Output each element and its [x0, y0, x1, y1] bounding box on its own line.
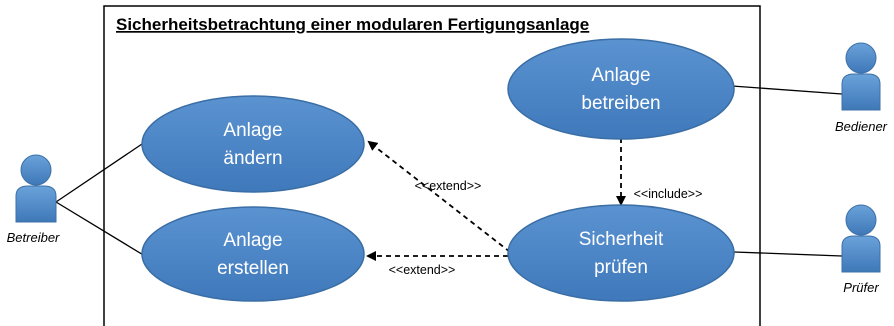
use-case-label-line1: Sicherheit [579, 229, 664, 250]
association-bediener-betreiben [731, 85, 843, 95]
association-betreiber-aendern [55, 141, 146, 203]
use-case-label-line1: Anlage [223, 230, 282, 251]
actor-betreiber: Betreiber [7, 154, 60, 245]
use-case-anlage-erstellen: Anlage erstellen [141, 206, 365, 302]
actor-pruefer: Prüfer [841, 204, 881, 295]
actor-label: Betreiber [7, 230, 60, 245]
use-case-label-line1: Anlage [223, 120, 282, 141]
use-case-sicherheit-pruefen: Sicherheit prüfen [507, 204, 735, 302]
extend-label-upper: <<extend>> [415, 179, 482, 193]
actor-label: Bediener [835, 119, 888, 134]
use-case-label-line2: betreiben [581, 93, 660, 114]
include-label: <<include>> [634, 187, 703, 201]
association-pruefer-pruefen [733, 251, 843, 257]
association-betreiber-erstellen [55, 201, 146, 257]
extend-label-lower: <<extend>> [389, 263, 456, 277]
extend-arrow-upper [367, 140, 511, 253]
use-case-label-line1: Anlage [591, 65, 650, 86]
use-case-anlage-aendern: Anlage ändern [141, 95, 365, 193]
use-case-label-line2: ändern [223, 148, 282, 169]
actor-bediener: Bediener [835, 42, 888, 134]
actor-label: Prüfer [843, 280, 879, 295]
system-boundary [103, 5, 761, 326]
system-title: Sicherheitsbetrachtung einer modularen F… [116, 15, 589, 34]
actor-icon [15, 154, 57, 223]
use-case-anlage-betreiben: Anlage betreiben [507, 38, 735, 140]
use-case-label-line2: erstellen [217, 258, 289, 279]
actor-icon [841, 204, 881, 273]
use-case-label-line2: prüfen [594, 257, 648, 278]
actor-icon [841, 42, 881, 111]
